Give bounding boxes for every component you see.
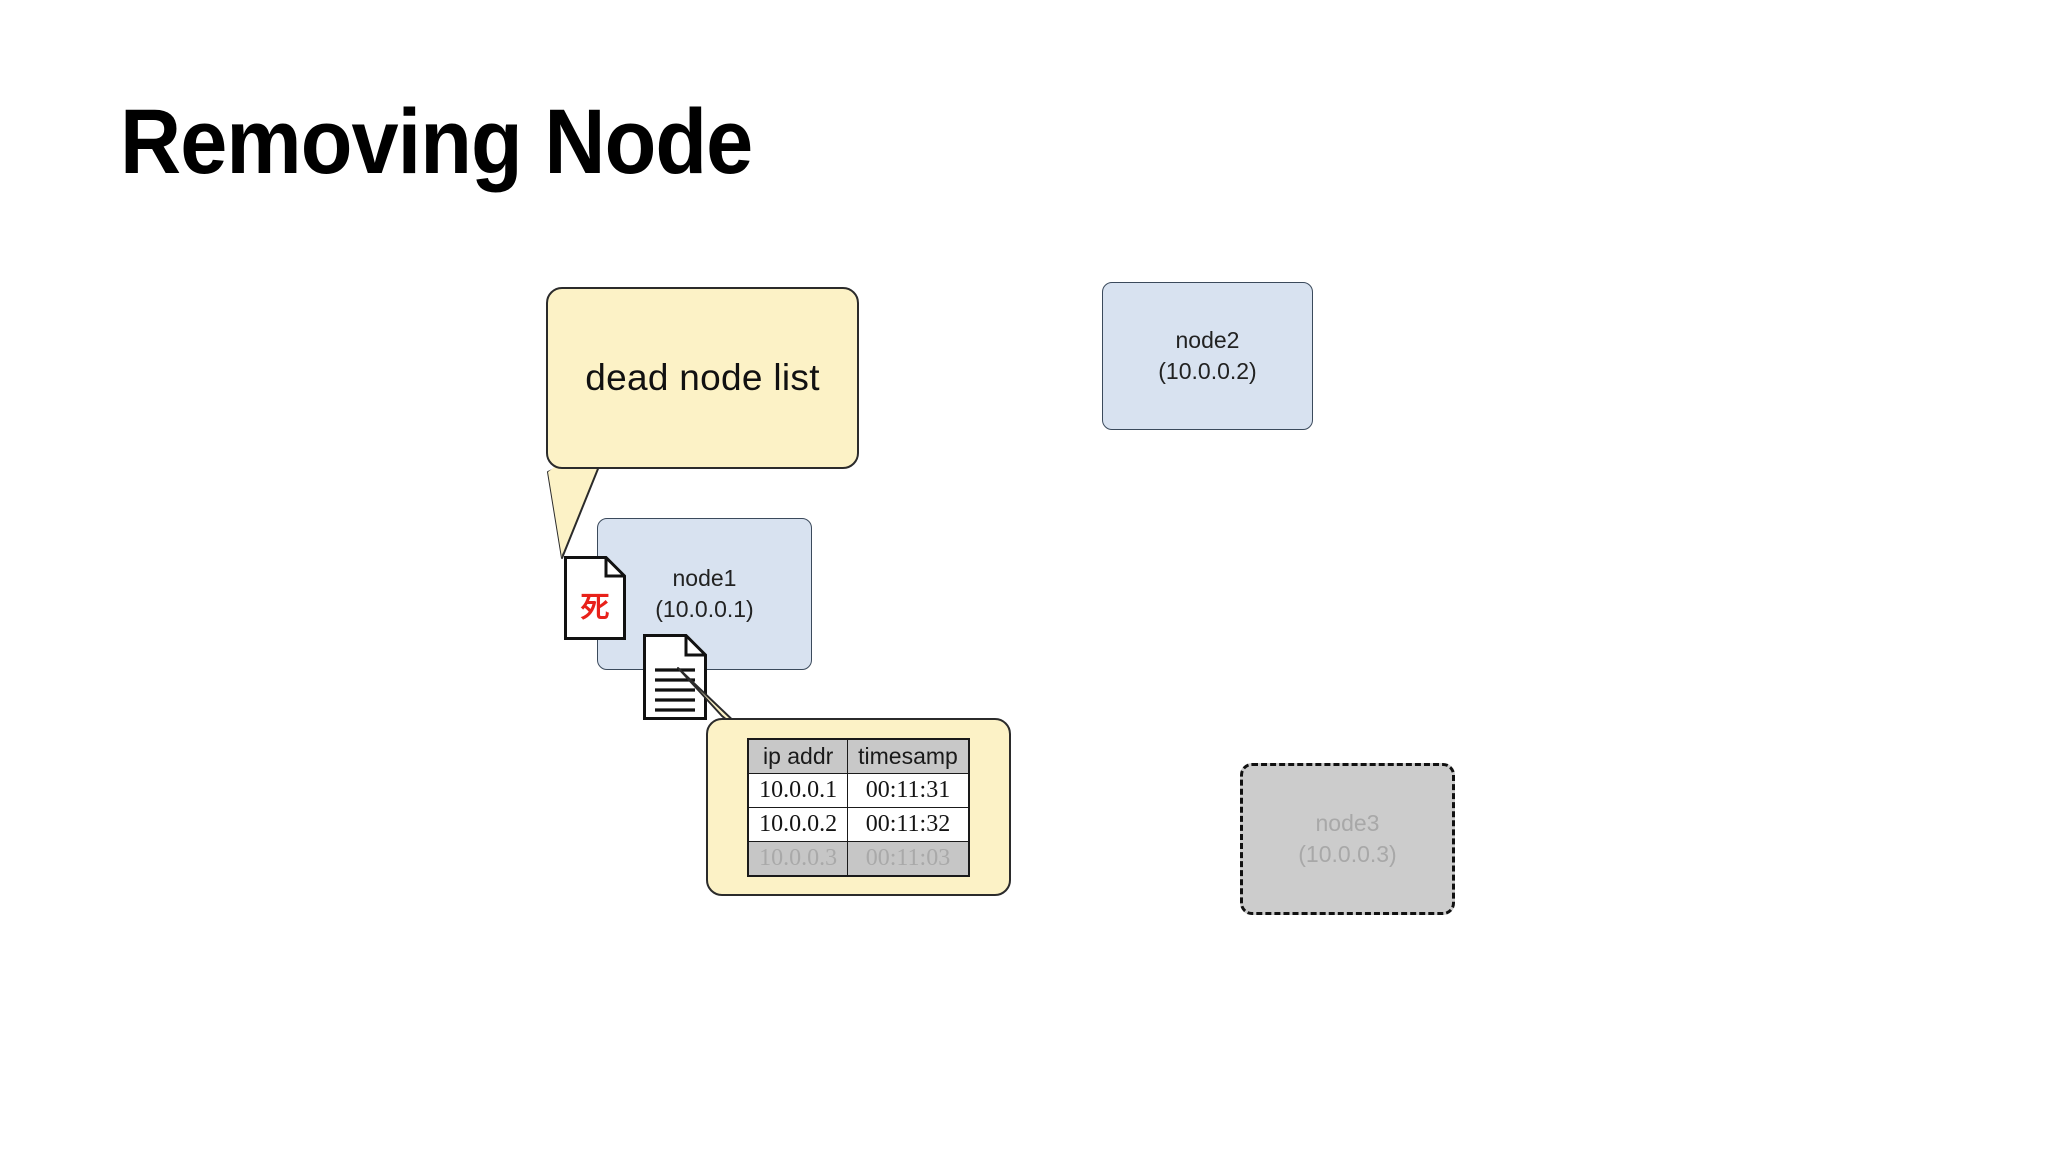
dead-node-table: ip addr timesamp 10.0.0.1 00:11:31 10.0.… xyxy=(747,737,970,877)
node1-ip: (10.0.0.1) xyxy=(655,596,754,622)
table-row: 10.0.0.2 00:11:32 xyxy=(747,806,970,842)
column-header-ip-addr: ip addr xyxy=(747,738,849,774)
node-box-node3[interactable]: node3 (10.0.0.3) xyxy=(1240,763,1455,915)
cell-ip: 10.0.0.2 xyxy=(747,806,849,842)
column-header-timestamp: timesamp xyxy=(847,738,970,774)
dead-node-list-label: dead node list xyxy=(585,357,820,398)
node2-label: node2 xyxy=(1175,327,1240,354)
node1-label: node1 xyxy=(672,565,737,592)
table-row: 10.0.0.1 00:11:31 xyxy=(747,772,970,808)
node-box-node1[interactable]: node1 (10.0.0.1) xyxy=(597,518,812,670)
node-box-node2[interactable]: node2 (10.0.0.2) xyxy=(1102,282,1313,430)
cell-timestamp: 00:11:31 xyxy=(847,772,970,808)
cell-ip: 10.0.0.1 xyxy=(747,772,849,808)
dead-node-table-callout[interactable]: ip addr timesamp 10.0.0.1 00:11:31 10.0.… xyxy=(706,718,1011,896)
document-lines-icon xyxy=(643,634,707,720)
cell-timestamp: 00:11:03 xyxy=(847,840,970,876)
table-header-row: ip addr timesamp xyxy=(747,738,970,774)
cell-timestamp: 00:11:32 xyxy=(847,806,970,842)
dead-node-list-callout[interactable]: dead node list xyxy=(546,287,859,469)
page-title: Removing Node xyxy=(120,91,753,193)
document-dead-icon: 死 xyxy=(564,556,626,640)
node3-label: node3 xyxy=(1315,810,1380,837)
table-row-removed: 10.0.0.3 00:11:03 xyxy=(747,840,970,876)
cell-ip: 10.0.0.3 xyxy=(747,840,849,876)
node2-ip: (10.0.0.2) xyxy=(1158,358,1257,384)
node3-ip: (10.0.0.3) xyxy=(1298,841,1397,867)
